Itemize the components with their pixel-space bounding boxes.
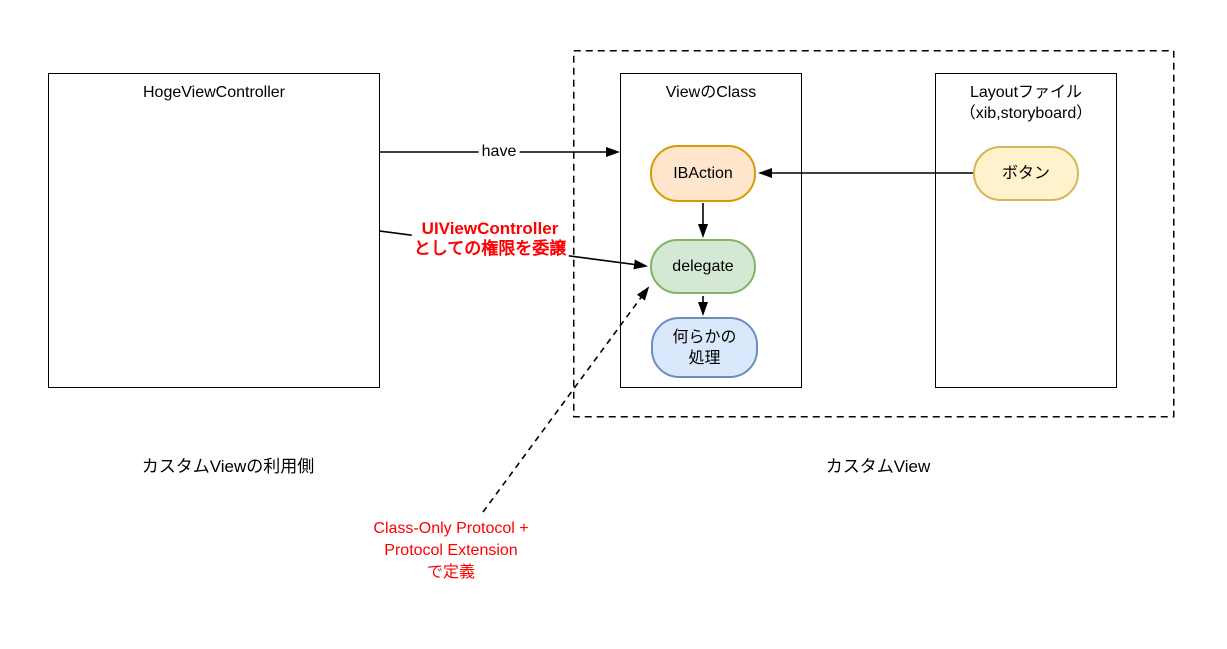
have-edge-label: have [478, 143, 520, 161]
protocol-definition-dashed-arrow [482, 286, 650, 513]
hoge-view-controller-title: HogeViewController [143, 84, 285, 101]
custom-view-user-side-caption: カスタムViewの利用側 [141, 457, 315, 476]
layout-file-title: Layoutファイル （xib,storyboard） [959, 84, 1093, 122]
view-class-title: ViewのClass [665, 84, 757, 101]
ibaction-node: IBAction [650, 145, 756, 202]
delegation-note: UIViewController としての権限を委譲 [411, 219, 569, 259]
layout-file-box: Layoutファイル （xib,storyboard） [935, 73, 1117, 388]
some-processing-node: 何らかの 処理 [651, 317, 758, 378]
hoge-view-controller-box: HogeViewController [48, 73, 380, 388]
delegate-node: delegate [650, 239, 756, 294]
custom-view-dashed-border [573, 50, 1175, 418]
protocol-definition-note: Class-Only Protocol + Protocol Extension… [373, 520, 529, 581]
button-node: ボタン [973, 146, 1079, 201]
custom-view-caption: カスタムView [825, 457, 931, 476]
